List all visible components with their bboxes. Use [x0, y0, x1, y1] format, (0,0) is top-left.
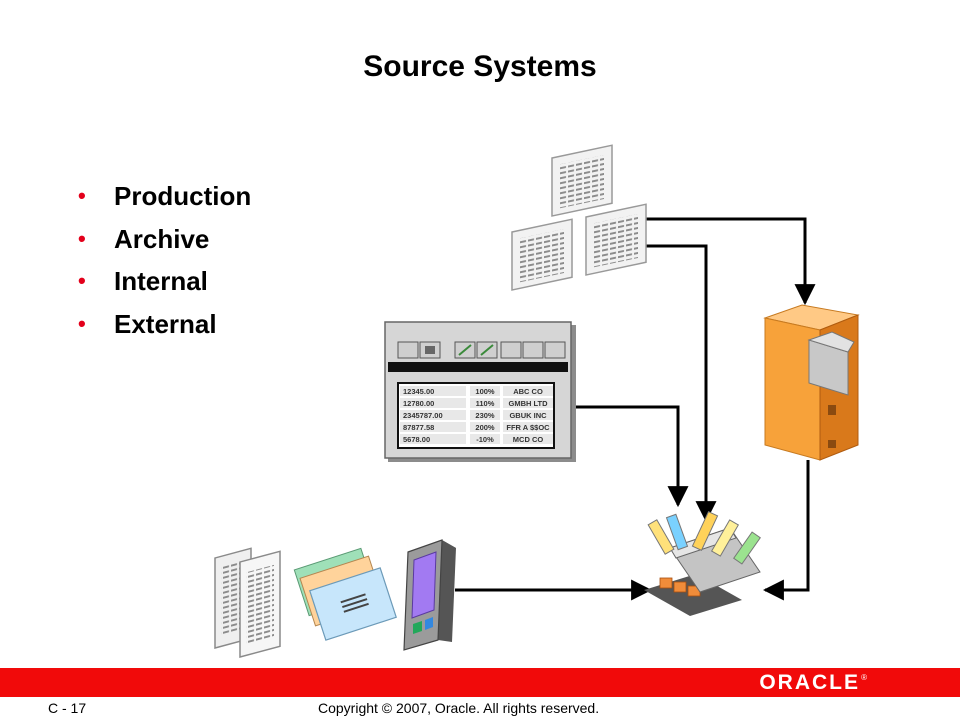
table-cell: 2345787.00: [403, 411, 443, 420]
bullet-dot-icon: •: [78, 225, 86, 251]
bullet-dot-icon: •: [78, 310, 86, 336]
data-loader-icon: [644, 511, 761, 616]
table-row: 2345787.00 230% GBUK INC: [400, 410, 553, 420]
page-number: C - 17: [48, 700, 87, 716]
bullet-item-production: • Production: [78, 176, 251, 219]
registered-mark: ®: [861, 673, 867, 682]
arrow-cabinet-to-loader: [762, 460, 810, 601]
slide-title: Source Systems: [363, 50, 597, 83]
footer-bar: ORACLE ®: [0, 668, 960, 697]
table-cell-bg: [400, 410, 466, 420]
table-cell: 5678.00: [403, 435, 430, 444]
table-row: 12345.00 100% ABC CO: [400, 386, 553, 396]
table-cell: 87877.58: [403, 423, 434, 432]
bullet-item-external: • External: [78, 304, 251, 347]
table-row: 5678.00 -10% MCD CO: [400, 434, 553, 444]
table-cell: 110%: [476, 399, 495, 408]
bullet-label: Internal: [114, 266, 208, 296]
paper-documents-icon: [214, 547, 281, 658]
connector-arrows: [455, 217, 816, 601]
table-cell: 12780.00: [403, 399, 434, 408]
handheld-device-icon: [403, 539, 456, 651]
bullet-label: Archive: [114, 223, 210, 254]
envelopes-icon: [293, 547, 397, 641]
copyright-notice: Copyright © 2007, Oracle. All rights res…: [318, 700, 600, 716]
data-table: 12345.00 100% ABC CO 12780.00 110% GMBH LTD 23…: [400, 386, 553, 444]
table-cell-bg: [470, 434, 500, 444]
table-cell-bg: [503, 434, 553, 444]
table-cell: -10%: [476, 435, 494, 444]
bullet-list: • Production • Archive • Internal • External: [78, 176, 251, 346]
table-cell-bg: [470, 410, 500, 420]
table-cell-bg: [470, 398, 500, 408]
bullet-label: External: [114, 308, 217, 339]
table-cell-bg: [503, 398, 553, 408]
table-cell: 100%: [475, 387, 495, 396]
arrow-table-to-loader: [570, 405, 689, 508]
arrow-top-docs-to-loader: [626, 244, 717, 523]
table-row: 12780.00 110% GMBH LTD: [400, 398, 553, 408]
bullet-label: Production: [114, 181, 252, 211]
table-cell-bg: [400, 386, 466, 396]
table-cell: ABC CO: [513, 387, 543, 396]
table-cell-bg: [503, 422, 553, 432]
table-cell-bg: [400, 422, 466, 432]
arrow-top-docs-to-cabinet: [586, 217, 816, 306]
table-cell: 230%: [475, 411, 495, 420]
table-cell-bg: [503, 386, 553, 396]
table-cell-bg: [470, 422, 500, 432]
window-toolbar: [397, 341, 566, 359]
table-cell: GMBH LTD: [508, 399, 548, 408]
oracle-logo: ORACLE: [759, 671, 860, 694]
table-cell: FFR A $$OC: [506, 423, 550, 432]
spreadsheet-window: 12345.00 100% ABC CO 12780.00 110% GMBH LTD 23…: [384, 321, 576, 462]
filing-cabinet-icon: [763, 304, 860, 461]
bullet-item-archive: • Archive: [78, 219, 251, 262]
bullet-dot-icon: •: [78, 268, 86, 293]
bullet-dot-icon: •: [78, 183, 86, 208]
table-row: 87877.58 200% FFR A $$OC: [400, 422, 553, 432]
table-cell-bg: [400, 434, 466, 444]
table-cell: GBUK INC: [509, 411, 547, 420]
table-cell: 200%: [475, 423, 495, 432]
table-cell-bg: [470, 386, 500, 396]
bullet-item-internal: • Internal: [78, 261, 251, 304]
table-cell-bg: [503, 410, 553, 420]
table-cell: MCD CO: [513, 435, 544, 444]
table-cell-bg: [400, 398, 466, 408]
spreadsheet-docs-icon: [511, 144, 647, 291]
table-cell: 12345.00: [403, 387, 434, 396]
